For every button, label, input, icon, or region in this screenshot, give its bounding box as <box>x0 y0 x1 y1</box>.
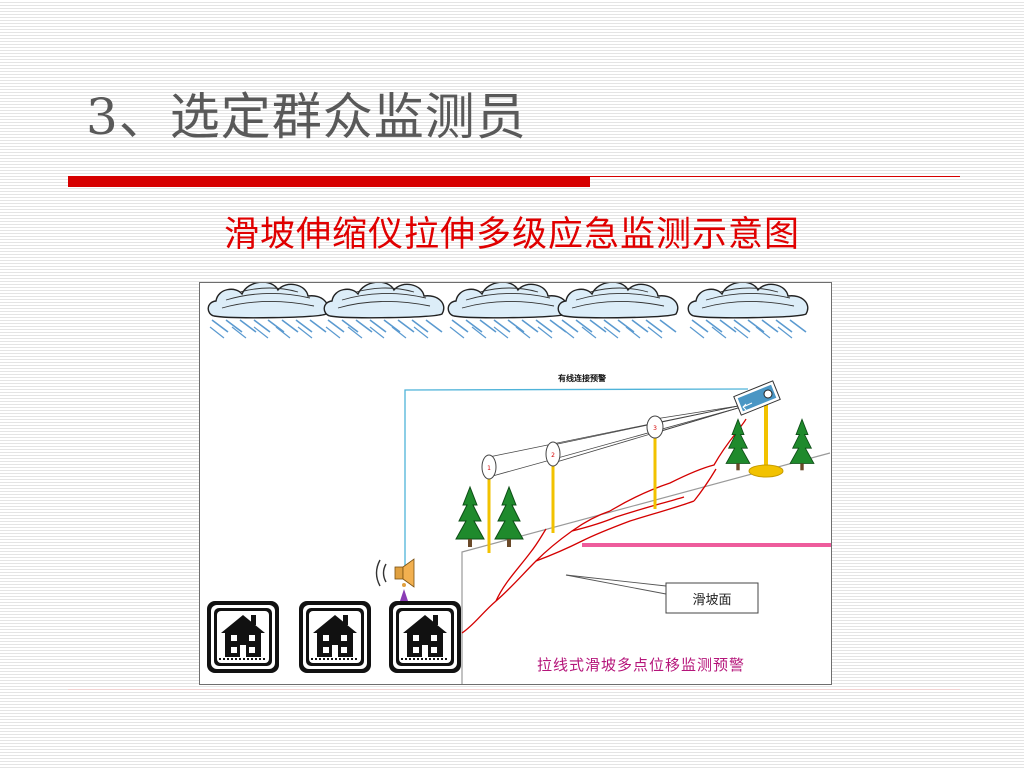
rain-cloud-icon <box>447 283 569 339</box>
camera-icon <box>733 380 784 478</box>
house-icon <box>388 600 462 674</box>
marker-ring <box>646 415 664 439</box>
tree-icon <box>789 418 815 471</box>
marker-ring <box>545 441 561 467</box>
house-icon <box>206 600 280 674</box>
diagram-canvas: 有线连接预警 1 2 <box>206 283 831 684</box>
wire-connection-line <box>404 388 749 575</box>
rain-cloud-icon <box>323 283 445 339</box>
marker-label: 3 <box>653 425 657 432</box>
wire-label: 有线连接预警 <box>558 373 606 383</box>
diagram-heading: 滑坡伸缩仪拉伸多级应急监测示意图 <box>223 215 800 255</box>
tree-icon <box>494 486 524 548</box>
house-icon <box>298 600 372 674</box>
callout-leader <box>565 574 667 595</box>
marker-label: 1 <box>487 465 491 472</box>
title-underline-thin <box>590 176 960 177</box>
callout-leader <box>565 574 667 587</box>
diagram-caption: 拉线式滑坡多点位移监测预警 <box>537 656 745 674</box>
monitoring-diagram: 有线连接预警 1 2 <box>199 282 832 685</box>
rain-cloud-icon <box>557 283 679 339</box>
tree-icon <box>455 486 485 548</box>
slide-title: 3、选定群众监测员 <box>86 88 527 146</box>
hillside-line <box>461 452 831 684</box>
slide-surface-callout <box>665 582 759 614</box>
rain-cloud-icon <box>207 283 329 339</box>
crack-lines <box>461 418 747 634</box>
slide-surface-label: 滑坡面 <box>692 593 731 608</box>
footer-rule <box>68 689 960 690</box>
sightlines <box>488 405 739 478</box>
rain-cloud-icon <box>687 283 809 339</box>
marker-ring <box>481 454 497 480</box>
marker-label: 2 <box>551 452 555 459</box>
title-underline-thick <box>68 176 590 187</box>
tree-icon <box>725 418 751 471</box>
siren-icon <box>375 558 415 601</box>
